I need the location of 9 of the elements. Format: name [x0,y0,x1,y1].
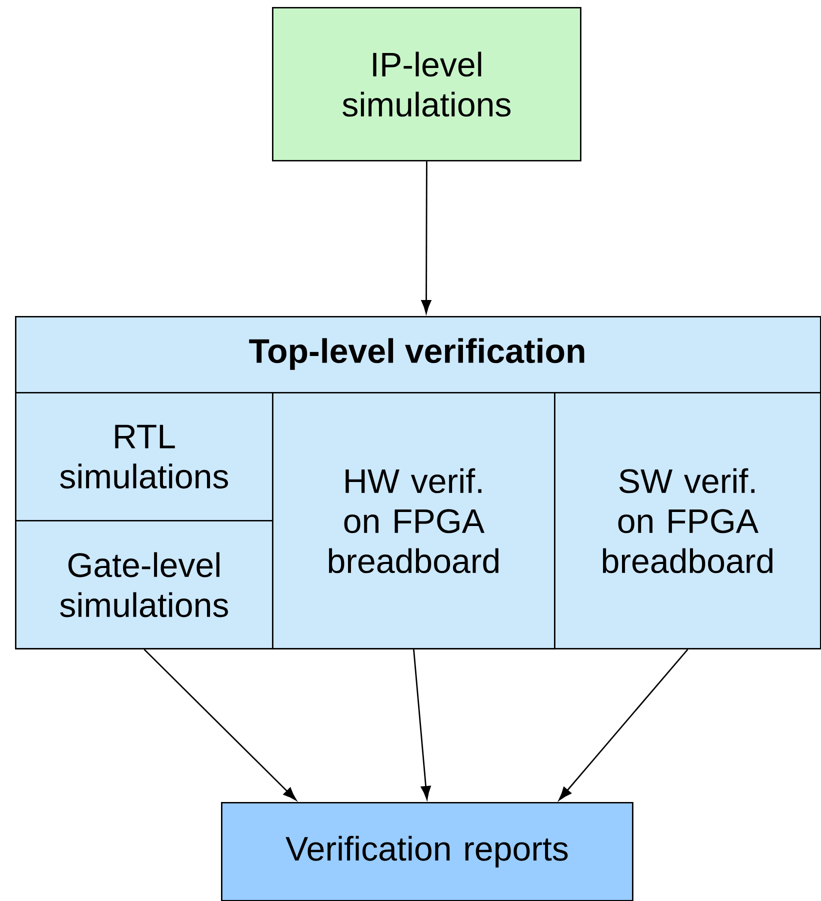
arrow [413,649,431,800]
process-box: SW verif. on FPGA breadboard [554,392,821,650]
arrow [558,648,688,800]
process-box: Gate-level simulations [15,520,274,650]
arrow [421,161,432,314]
arrow [144,648,296,800]
result-box: Verification reports [221,802,634,901]
process-box: IP-level simulations [272,7,582,162]
process-box: RTL simulations [15,392,274,522]
